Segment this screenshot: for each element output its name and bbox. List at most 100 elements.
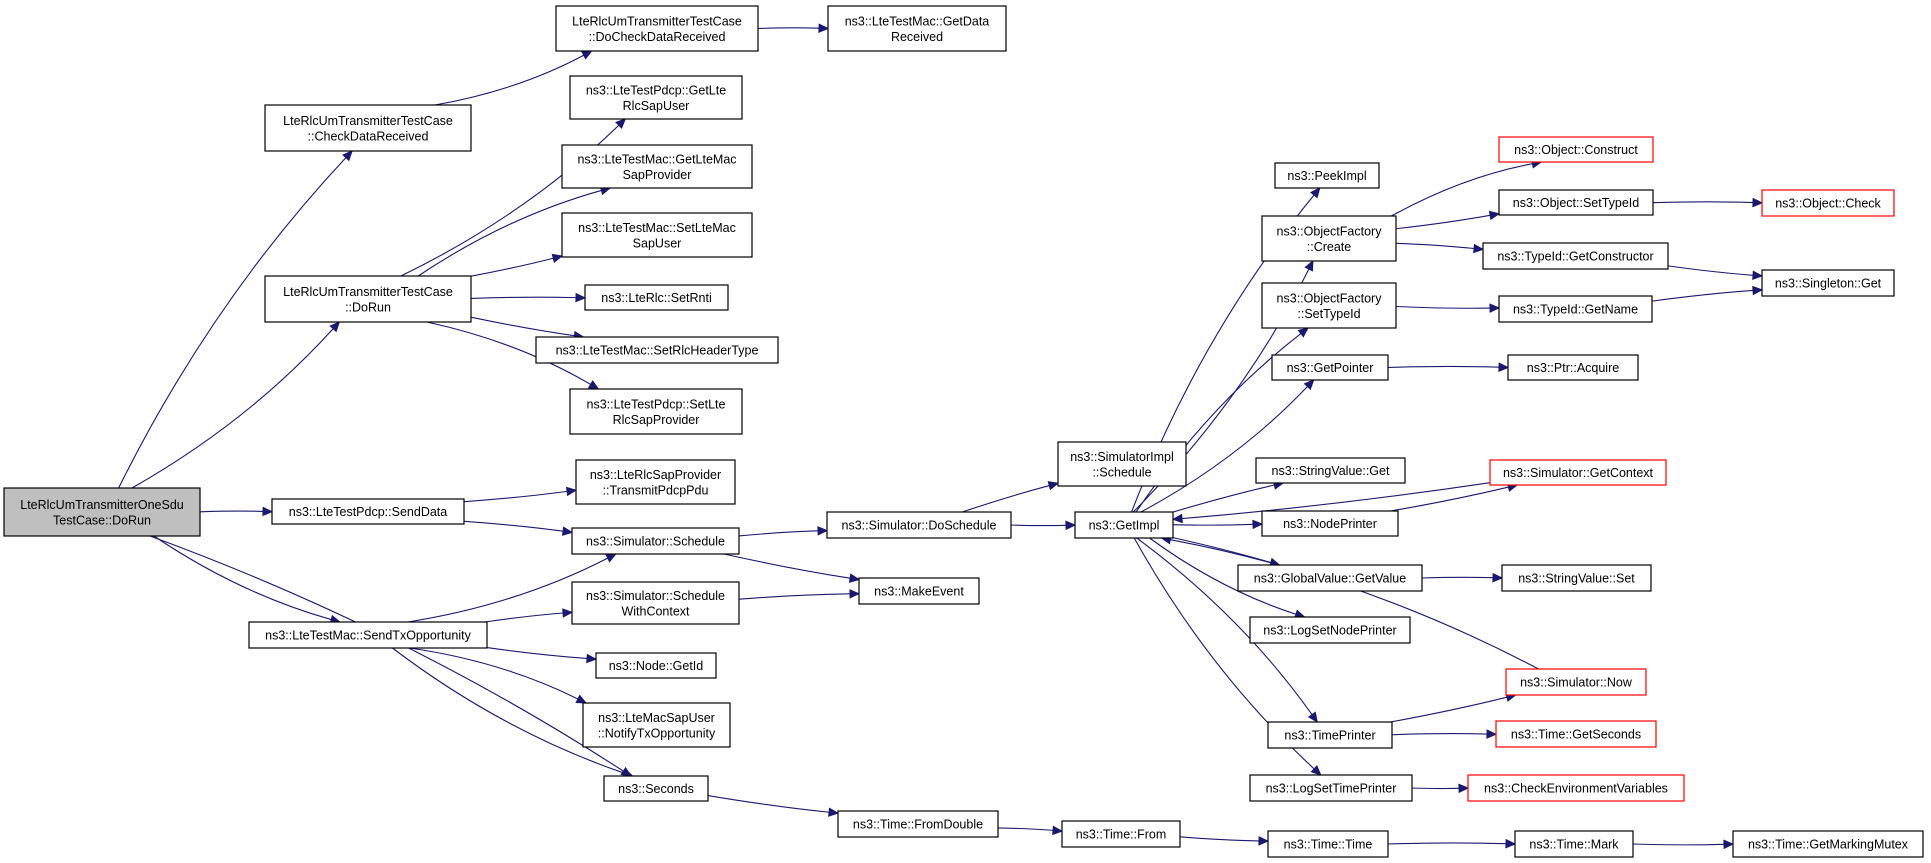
node-label: ::Create <box>1307 240 1352 254</box>
node-doSchedule[interactable]: ns3::Simulator::DoSchedule <box>826 511 1012 539</box>
call-edge-root-to-sendTxOpp <box>153 535 342 625</box>
node-label: ns3::MakeEvent <box>874 585 964 599</box>
node-singletonGet[interactable]: ns3::Singleton::Get <box>1761 269 1895 297</box>
node-peekImpl[interactable]: ns3::PeekImpl <box>1274 162 1380 189</box>
node-box <box>1467 774 1685 802</box>
edge-arrowhead <box>562 608 574 618</box>
node-label: ns3::StringValue::Get <box>1272 464 1390 478</box>
node-getMarkingMutex[interactable]: ns3::Time::GetMarkingMutex <box>1732 830 1924 858</box>
node-globalGetValue[interactable]: ns3::GlobalValue::GetValue <box>1237 564 1423 592</box>
edge-line <box>962 485 1050 513</box>
node-box <box>826 511 1012 539</box>
call-edge-ofCreate-to-typeIdGetCtor <box>1395 242 1485 254</box>
node-typeIdGetCtor[interactable]: ns3::TypeId::GetConstructor <box>1482 242 1669 270</box>
node-timeMark[interactable]: ns3::Time::Mark <box>1514 830 1634 858</box>
node-label: ns3::Simulator::GetContext <box>1503 466 1654 480</box>
node-label: ns3::LteTestMac::SendTxOpportunity <box>265 629 471 643</box>
node-ptrAcquire[interactable]: ns3::Ptr::Acquire <box>1507 354 1639 381</box>
node-box <box>561 144 753 189</box>
node-getImpl[interactable]: ns3::GetImpl <box>1074 511 1174 539</box>
node-objCheck[interactable]: ns3::Object::Check <box>1761 189 1895 217</box>
node-label: ns3::ObjectFactory <box>1277 224 1383 238</box>
node-sendTxOpp[interactable]: ns3::LteTestMac::SendTxOpportunity <box>248 621 488 649</box>
node-ofSetTypeId[interactable]: ns3::ObjectFactory::SetTypeId <box>1261 282 1397 329</box>
call-edge-checkData-to-doCheckData <box>434 50 593 106</box>
call-edge-simSchedule-to-makeEvent <box>723 553 861 583</box>
node-doCheckData[interactable]: LteRlcUmTransmitterTestCase::DoCheckData… <box>555 5 759 52</box>
edge-arrowhead <box>1310 765 1322 776</box>
node-timeTime[interactable]: ns3::Time::Time <box>1267 830 1389 858</box>
node-label: ns3::LogSetNodePrinter <box>1263 624 1396 638</box>
node-simSchedule[interactable]: ns3::Simulator::Schedule <box>571 527 740 555</box>
edge-arrowhead <box>561 526 574 536</box>
node-getPointer[interactable]: ns3::GetPointer <box>1271 354 1389 381</box>
node-label: ns3::Object::SetTypeId <box>1513 196 1640 210</box>
edge-line <box>738 593 851 600</box>
node-box <box>827 5 1007 52</box>
node-sendData[interactable]: ns3::LteTestPdcp::SendData <box>271 498 465 525</box>
node-fromDouble[interactable]: ns3::Time::FromDouble <box>837 810 999 838</box>
call-edge-sendTxOpp-to-simScheduleCtx <box>484 608 574 623</box>
node-timePrinter[interactable]: ns3::TimePrinter <box>1267 721 1393 749</box>
node-objSetTypeId[interactable]: ns3::Object::SetTypeId <box>1498 189 1654 216</box>
edge-arrowhead <box>817 526 829 536</box>
edge-line <box>1149 537 1297 615</box>
edge-arrowhead <box>1310 187 1321 199</box>
node-label: LteRlcUmTransmitterTestCase <box>283 114 453 128</box>
node-label: ns3::LteTestMac::SetLteMac <box>578 221 736 235</box>
node-stringValueGet[interactable]: ns3::StringValue::Get <box>1255 457 1406 484</box>
call-edge-sendTxOpp-to-notifyTx <box>409 647 588 704</box>
node-checkData[interactable]: LteRlcUmTransmitterTestCase::CheckDataRe… <box>264 104 472 152</box>
call-edge-timeFrom-to-timeTime <box>1179 836 1270 846</box>
node-nodeGetId[interactable]: ns3::Node::GetId <box>595 652 717 679</box>
edge-line <box>1140 386 1308 513</box>
node-simNow[interactable]: ns3::Simulator::Now <box>1505 668 1647 696</box>
node-timeGetSeconds[interactable]: ns3::Time::GetSeconds <box>1495 720 1657 748</box>
node-label: ns3::Simulator::Schedule <box>586 589 725 603</box>
node-setRnti[interactable]: ns3::LteRlc::SetRnti <box>584 284 729 311</box>
node-simImplSchedule[interactable]: ns3::SimulatorImpl::Schedule <box>1057 441 1187 487</box>
node-simGetContext[interactable]: ns3::Simulator::GetContext <box>1489 459 1667 486</box>
edge-arrowhead <box>262 506 274 517</box>
edge-arrowhead <box>575 292 587 303</box>
node-label: ns3::Simulator::DoSchedule <box>842 519 997 533</box>
node-label: ns3::NodePrinter <box>1283 517 1377 531</box>
node-logSetNode[interactable]: ns3::LogSetNodePrinter <box>1249 616 1411 644</box>
node-label: ns3::ObjectFactory <box>1277 291 1383 305</box>
node-nodePrinter[interactable]: ns3::NodePrinter <box>1261 510 1399 537</box>
call-edge-doCheckData-to-macGetData <box>757 23 830 33</box>
edge-arrowhead <box>1752 285 1764 296</box>
node-checkEnv[interactable]: ns3::CheckEnvironmentVariables <box>1467 774 1685 802</box>
node-timeFrom[interactable]: ns3::Time::From <box>1061 820 1181 848</box>
node-label: LteRlcUmTransmitterOneSdu <box>20 498 184 512</box>
edge-line <box>707 795 830 813</box>
node-makeEvent[interactable]: ns3::MakeEvent <box>858 577 980 605</box>
node-label: ns3::Time::FromDouble <box>853 818 983 832</box>
node-logSetTime[interactable]: ns3::LogSetTimePrinter <box>1249 774 1413 802</box>
node-box <box>1498 136 1654 163</box>
node-objConstruct[interactable]: ns3::Object::Construct <box>1498 136 1654 163</box>
node-box <box>1261 510 1399 537</box>
edge-arrowhead <box>581 50 593 60</box>
edge-arrowhead <box>565 486 578 497</box>
node-notifyTx[interactable]: ns3::LteMacSapUser::NotifyTxOpportunity <box>582 702 731 748</box>
node-seconds[interactable]: ns3::Seconds <box>603 775 709 802</box>
node-typeIdGetName[interactable]: ns3::TypeId::GetName <box>1498 295 1653 323</box>
node-setRlcHeader[interactable]: ns3::LteTestMac::SetRlcHeaderType <box>535 336 779 364</box>
node-tcDoRun[interactable]: LteRlcUmTransmitterTestCase::DoRun <box>264 275 472 323</box>
node-stringValueSet[interactable]: ns3::StringValue::Set <box>1501 564 1652 592</box>
node-box <box>603 775 709 802</box>
call-edge-tcDoRun-to-macSetLteMac <box>470 253 564 277</box>
node-label: ns3::TypeId::GetName <box>1513 303 1638 317</box>
edge-arrowhead <box>1297 327 1309 338</box>
node-transmitPdcp[interactable]: ns3::LteRlcSapProvider::TransmitPdcpPdu <box>575 459 736 505</box>
node-ofCreate[interactable]: ns3::ObjectFactory::Create <box>1261 215 1397 262</box>
call-edge-root-to-sendData <box>199 506 274 517</box>
